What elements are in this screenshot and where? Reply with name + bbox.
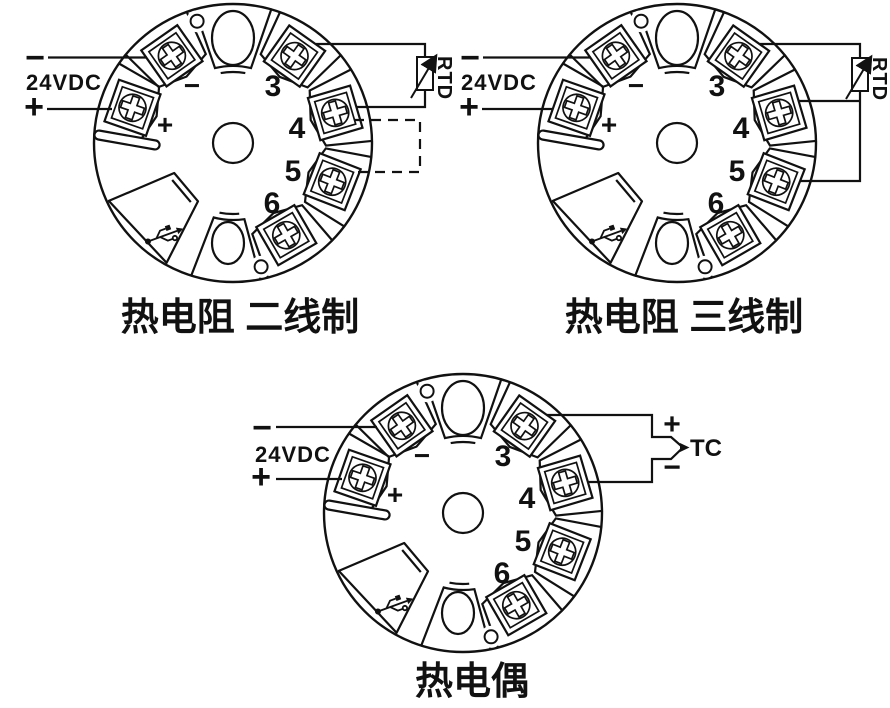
wire-rtd-to-terminal4 [356, 90, 427, 109]
tc-junction-arrow-icon [680, 443, 690, 452]
tc-sensor: + − TC [547, 408, 722, 484]
tc-minus-label: − [663, 451, 681, 484]
wire-terminal3-to-tc-plus [547, 413, 684, 449]
transmitter-head [537, 4, 817, 282]
diagram-rtd-3wire: − 24VDC + RTD 热电阻 三线制 [459, 4, 890, 339]
tc-plus-label: + [663, 408, 681, 441]
caption-rtd-2wire: 热电阻 二线制 [121, 297, 360, 339]
wire-terminal3-to-rtd [760, 42, 862, 58]
wire-rtd-to-terminal5 [800, 91, 862, 183]
power-voltage-label: 24VDC [26, 70, 102, 95]
rtd-sensor-2wire: RTD [316, 42, 455, 109]
jumper-terminal4-5-dashed [354, 118, 422, 174]
caption-thermocouple: 热电偶 [415, 661, 529, 703]
power-voltage-label: 24VDC [255, 442, 331, 467]
rtd-label: RTD [868, 57, 890, 101]
power-plus-label: + [251, 458, 271, 496]
power-plus-label: + [459, 88, 479, 126]
wire-terminal4-to-tc-minus [588, 446, 684, 484]
power-plus-label: + [24, 88, 44, 126]
transmitter-head [93, 4, 373, 282]
rtd-label: RTD [433, 56, 455, 100]
tc-label: TC [690, 435, 722, 462]
power-voltage-label: 24VDC [461, 70, 537, 95]
caption-rtd-3wire: 热电阻 三线制 [565, 297, 804, 339]
diagram-rtd-2wire: − 24VDC + RTD 热电阻 二线制 [24, 4, 455, 339]
power-minus-label: − [460, 39, 480, 77]
rtd-resistor-arrow [410, 53, 438, 99]
rtd-resistor-arrow [845, 54, 873, 100]
diagram-thermocouple: − 24VDC + + − TC 热电偶 [251, 374, 722, 703]
power-minus-label: − [252, 409, 272, 447]
rtd-sensor-3wire: RTD [760, 42, 890, 183]
wire-terminal3-to-rtd [316, 42, 427, 57]
power-minus-label: − [25, 39, 45, 77]
